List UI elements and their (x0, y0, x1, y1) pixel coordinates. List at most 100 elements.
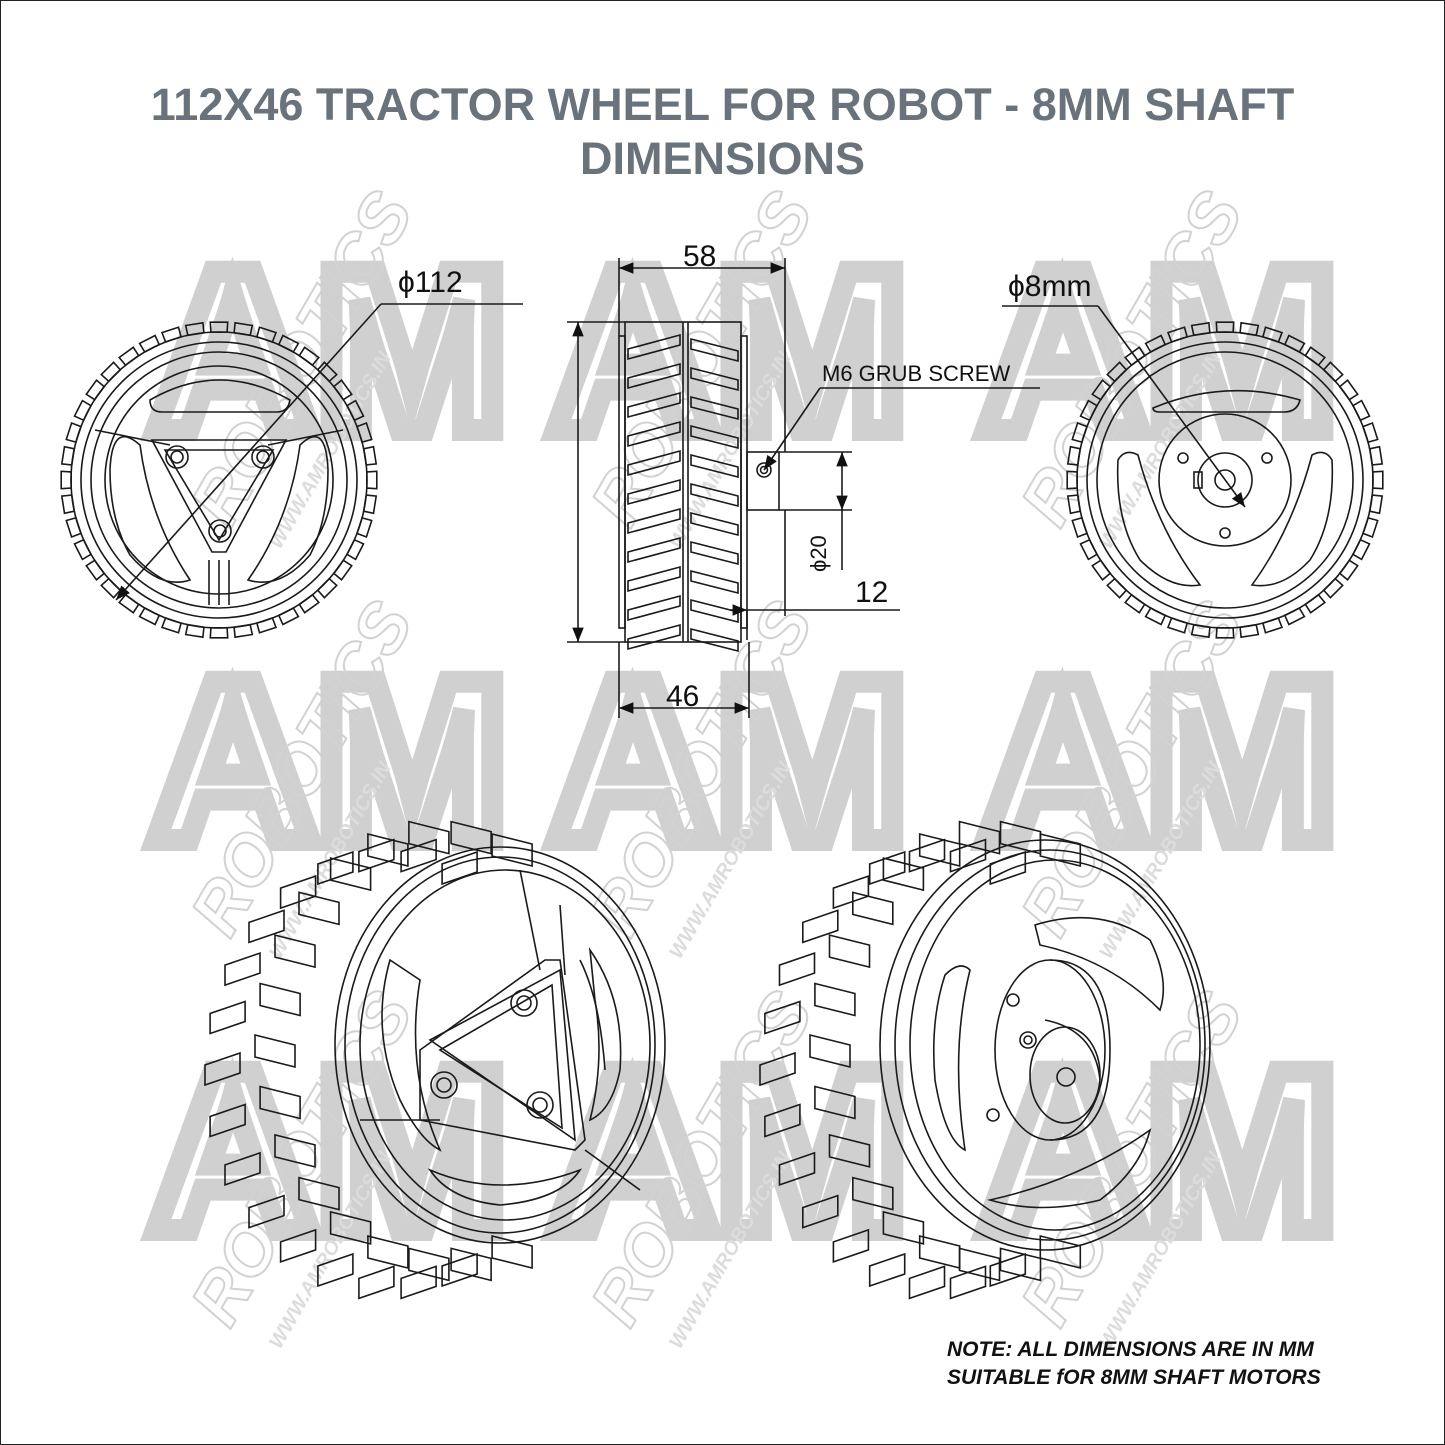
title-line-1: 112X46 TRACTOR WHEEL FOR ROBOT - 8MM SHA… (150, 79, 1295, 130)
iso-lug (450, 820, 492, 855)
iso-lug (408, 1247, 450, 1282)
iso-lug (832, 874, 870, 910)
iso-lug (259, 982, 301, 1017)
iso-lug (254, 1033, 296, 1069)
iso-lug (298, 1176, 340, 1211)
watermark-logo: AM (550, 222, 908, 479)
dimension-note: NOTE: ALL DIMENSIONS ARE IN MM SUITABLE … (947, 1336, 1321, 1392)
iso-lug (999, 1247, 1042, 1282)
watermark-logo: AM (150, 222, 508, 479)
iso-lug (491, 832, 533, 868)
grub-screw-label: M6 GRUB SCREW (822, 361, 1010, 386)
note-line-2: SUITABLE fOR 8MM SHAFT MOTORS (947, 1366, 1321, 1389)
iso-lug (828, 1133, 871, 1168)
watermark-logo: AM (980, 222, 1338, 479)
iso-lug (224, 951, 261, 987)
watermark-logo: AM (980, 632, 1338, 889)
iso-lug (279, 1228, 317, 1264)
side-lug-right (690, 366, 739, 392)
side-lug-left (627, 333, 681, 361)
iso-lug (764, 1000, 801, 1035)
iso-lug (764, 1103, 801, 1138)
side-lug-right (690, 395, 739, 421)
iso-lug (367, 1234, 409, 1270)
title-line-2: DIMENSIONS (579, 133, 866, 184)
side-lug-right (690, 337, 739, 363)
iso-lug (441, 850, 478, 886)
iso-lug (814, 982, 856, 1017)
side-lug-left (627, 507, 681, 535)
rear-view (1002, 305, 1384, 639)
iso-lug (778, 951, 816, 987)
iso-lug (274, 934, 316, 969)
iso-lug (358, 838, 395, 873)
iso-lug (852, 891, 894, 926)
side-lug-right (690, 627, 739, 653)
iso-lug (248, 909, 285, 944)
iso-lug (814, 1085, 856, 1120)
iso-lug (868, 850, 906, 886)
side-lug-left (627, 449, 681, 477)
side-lug-right (690, 511, 739, 537)
iso-rear-view (759, 820, 1211, 1300)
side-lug-right (690, 482, 739, 508)
iso-lug (809, 1033, 851, 1069)
side-lug-right (690, 540, 739, 566)
iso-lug (441, 1252, 478, 1288)
iso-lug (759, 1051, 796, 1087)
side-lug-right (690, 453, 739, 479)
iso-lug (400, 838, 437, 873)
iso-lug (828, 934, 871, 969)
iso-lug (450, 1247, 492, 1282)
iso-lug (204, 1051, 241, 1087)
iso-lug (1039, 832, 1082, 868)
iso-lug (778, 1151, 816, 1187)
iso-rear-tread (759, 820, 1082, 1300)
tread-block (1372, 470, 1384, 490)
side-lug-right (690, 598, 739, 624)
side-lug-left (627, 420, 681, 448)
iso-lug (248, 1194, 285, 1229)
side-lug-right (690, 424, 739, 450)
iso-lug (400, 1265, 437, 1300)
outer-diameter-label: ϕ112 (398, 266, 463, 299)
iso-lug (918, 1234, 961, 1270)
iso-lug (224, 1151, 261, 1187)
iso-lug (958, 820, 1001, 855)
side-lug-left (627, 565, 681, 593)
iso-lug (852, 1176, 894, 1211)
iso-lug (908, 1265, 946, 1300)
note-line-1: NOTE: ALL DIMENSIONS ARE IN MM (947, 1338, 1314, 1361)
iso-lug (274, 1133, 316, 1168)
hub-diameter-label: ϕ20 (806, 535, 831, 572)
side-lug-right (690, 569, 739, 595)
iso-lug (298, 891, 340, 926)
iso-lug (317, 1252, 354, 1288)
iso-lug (279, 874, 317, 910)
side-lug-left (627, 391, 681, 419)
side-lug-left (627, 594, 681, 622)
watermark-logo: AM (550, 632, 908, 889)
iso-lug (408, 820, 450, 855)
iso-lug (989, 1252, 1027, 1288)
iso-lug (908, 838, 946, 873)
iso-lug (832, 1228, 870, 1264)
iso-lug (329, 1210, 372, 1245)
tread-block (60, 470, 72, 490)
iso-lug (802, 909, 839, 944)
iso-lug (958, 1247, 1001, 1282)
side-lug-left (627, 362, 681, 390)
watermark-logo: AM (550, 1022, 908, 1279)
iso-lug (949, 1265, 987, 1300)
iso-lug (358, 1265, 395, 1300)
side-tread-lugs (627, 333, 739, 653)
